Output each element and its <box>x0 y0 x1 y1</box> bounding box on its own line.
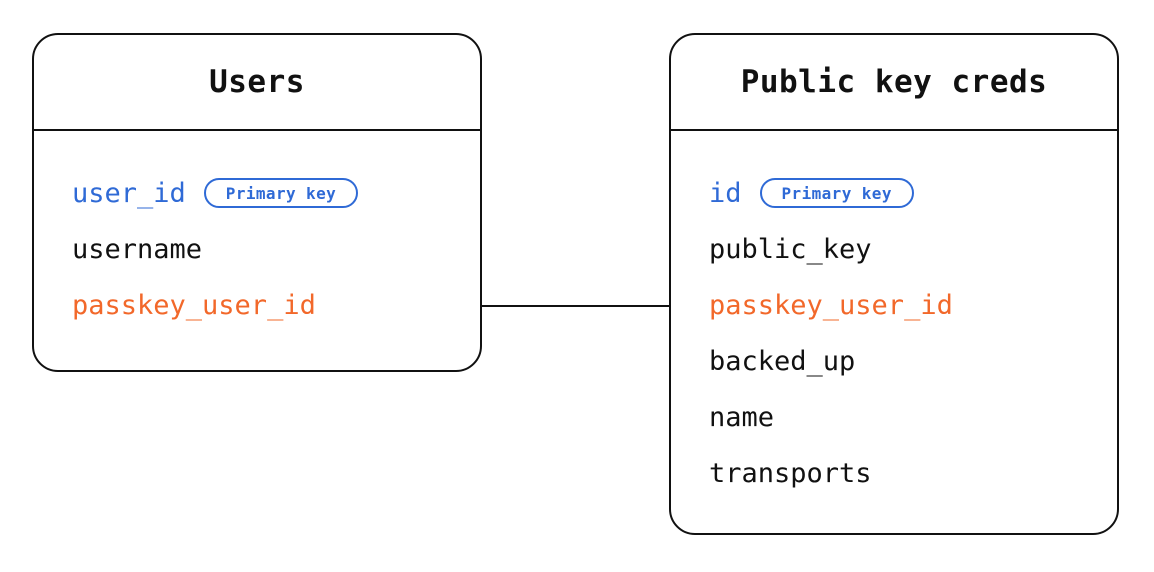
field-name-public-key: public_key <box>709 233 872 265</box>
field-row[interactable]: backed_up <box>709 333 1117 389</box>
field-name-passkey-user-id: passkey_user_id <box>72 289 316 321</box>
entity-title-public-key-creds: Public key creds <box>740 64 1048 100</box>
field-name-username: username <box>72 233 203 265</box>
field-row[interactable]: public_key <box>709 221 1117 277</box>
entity-header-divider <box>32 129 482 131</box>
entity-header-divider <box>669 129 1119 131</box>
field-name-transports: transports <box>709 457 872 489</box>
entity-users[interactable]: Users user_id Primary key username passk… <box>32 33 482 372</box>
entity-field-list-users: user_id Primary key username passkey_use… <box>34 131 480 370</box>
field-row[interactable]: passkey_user_id <box>72 277 480 333</box>
field-name-backed-up: backed_up <box>709 345 856 377</box>
field-row[interactable]: transports <box>709 445 1117 501</box>
field-row[interactable]: passkey_user_id <box>709 277 1117 333</box>
field-name-name: name <box>709 401 775 433</box>
field-name-passkey-user-id: passkey_user_id <box>709 289 953 321</box>
field-row[interactable]: id Primary key <box>709 165 1117 221</box>
primary-key-badge: Primary key <box>759 178 914 208</box>
field-name-user-id: user_id <box>72 177 186 209</box>
primary-key-badge: Primary key <box>203 178 359 208</box>
field-row[interactable]: username <box>72 221 480 277</box>
field-row[interactable]: name <box>709 389 1117 445</box>
entity-field-list-public-key-creds: id Primary key public_key passkey_user_i… <box>671 131 1117 533</box>
field-name-id: id <box>709 177 742 209</box>
field-row[interactable]: user_id Primary key <box>72 165 480 221</box>
entity-public-key-creds[interactable]: Public key creds id Primary key public_k… <box>669 33 1119 535</box>
entity-title-users: Users <box>209 64 305 100</box>
relationship-connector <box>481 305 671 307</box>
